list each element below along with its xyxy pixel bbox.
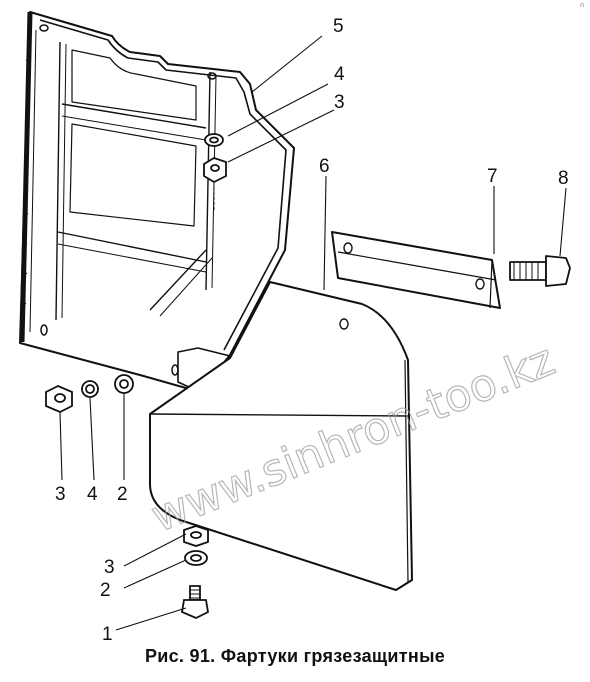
callout-7: 7 [487, 166, 498, 187]
lower-fastener-stack [180, 525, 209, 619]
callout-1: 1 [102, 624, 113, 645]
callout-6: 6 [319, 156, 330, 177]
callout-5: 5 [333, 16, 344, 37]
callout-3-left: 3 [55, 484, 66, 505]
callout-4-upper: 4 [334, 64, 345, 85]
callout-2-left: 2 [117, 484, 128, 505]
callout-4-left: 4 [87, 484, 98, 505]
mudflap [149, 281, 413, 591]
mudguard-bracket [19, 11, 295, 395]
strip-bolt [509, 255, 571, 287]
bracket-fasteners [203, 133, 227, 210]
corner-mark: п [580, 2, 584, 9]
left-fastener-row [45, 374, 134, 413]
callout-3-lower: 3 [104, 557, 115, 578]
callout-3-upper: 3 [334, 92, 345, 113]
figure-caption: Рис. 91. Фартуки грязезащитные [144, 646, 446, 666]
callout-8: 8 [558, 168, 569, 189]
leader-lines [59, 35, 567, 631]
callout-2-lower: 2 [100, 580, 111, 601]
mounting-strip [331, 231, 501, 309]
